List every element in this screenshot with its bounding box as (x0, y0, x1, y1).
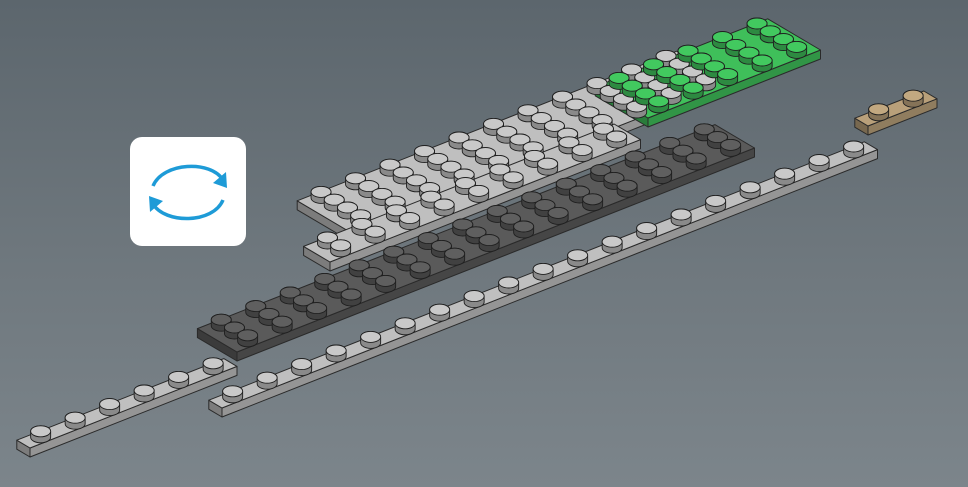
green-plate-stud (787, 41, 807, 58)
dark-plate-stud (341, 289, 361, 306)
dark-plate-stud (686, 153, 706, 170)
dark-plate-stud (583, 194, 603, 211)
tan-plate-stud (869, 104, 889, 121)
dark-plate-stud (445, 248, 465, 265)
mid-light-plate-stud (572, 145, 592, 162)
dark-plate-stud (410, 262, 430, 279)
front-light-plate-stud (430, 304, 450, 321)
tan-plate-stud (903, 90, 923, 107)
front-light-plate-stud (326, 345, 346, 362)
mid-light-plate-stud (400, 213, 420, 230)
thin-strip-stud (203, 358, 223, 375)
front-light-plate-stud (223, 386, 243, 403)
dark-plate-stud (617, 180, 637, 197)
front-light-plate-stud (844, 141, 864, 158)
front-light-plate-stud (775, 168, 795, 185)
dark-plate-stud (514, 221, 534, 238)
studs-layer (31, 18, 924, 443)
dark-plate-stud (376, 275, 396, 292)
mid-light-plate-stud (434, 199, 454, 216)
front-light-plate-stud (395, 318, 415, 335)
mid-light-plate-stud (331, 240, 351, 257)
front-light-plate-stud (706, 195, 726, 212)
front-light-plate-stud (809, 155, 829, 172)
front-light-plate-stud (568, 250, 588, 267)
dark-plate-stud (548, 207, 568, 224)
thin-strip-stud (100, 399, 120, 416)
front-light-plate-stud (292, 359, 312, 376)
dark-plate-stud (479, 235, 499, 252)
thin-strip-stud (134, 385, 154, 402)
front-light-plate-stud (602, 236, 622, 253)
mid-light-plate-stud (365, 226, 385, 243)
green-plate-stud (683, 82, 703, 99)
thin-strip-stud (31, 426, 51, 443)
dark-plate-stud (307, 303, 327, 320)
front-light-plate-stud (499, 277, 519, 294)
mid-light-plate-stud (469, 185, 489, 202)
front-light-plate-stud (533, 263, 553, 280)
green-plate-stud (649, 96, 669, 113)
green-plate-stud (752, 55, 772, 72)
front-light-plate-stud (740, 182, 760, 199)
dark-plate-stud (721, 139, 741, 156)
front-light-plate-stud (464, 291, 484, 308)
dark-plate-stud (652, 167, 672, 184)
mid-light-plate-stud (607, 131, 627, 148)
dark-plate-stud (272, 316, 292, 333)
thin-strip-stud (65, 412, 85, 429)
front-light-plate-stud (257, 372, 277, 389)
front-light-plate-stud (671, 209, 691, 226)
front-light-plate-stud (637, 223, 657, 240)
thin-strip-front (30, 366, 237, 457)
mid-light-plate-stud (538, 158, 558, 175)
green-plate-stud (718, 69, 738, 86)
mid-light-plate-stud (503, 172, 523, 189)
dark-plate-stud (238, 330, 258, 347)
thin-strip-stud (169, 371, 189, 388)
front-light-plate-stud (361, 331, 381, 348)
